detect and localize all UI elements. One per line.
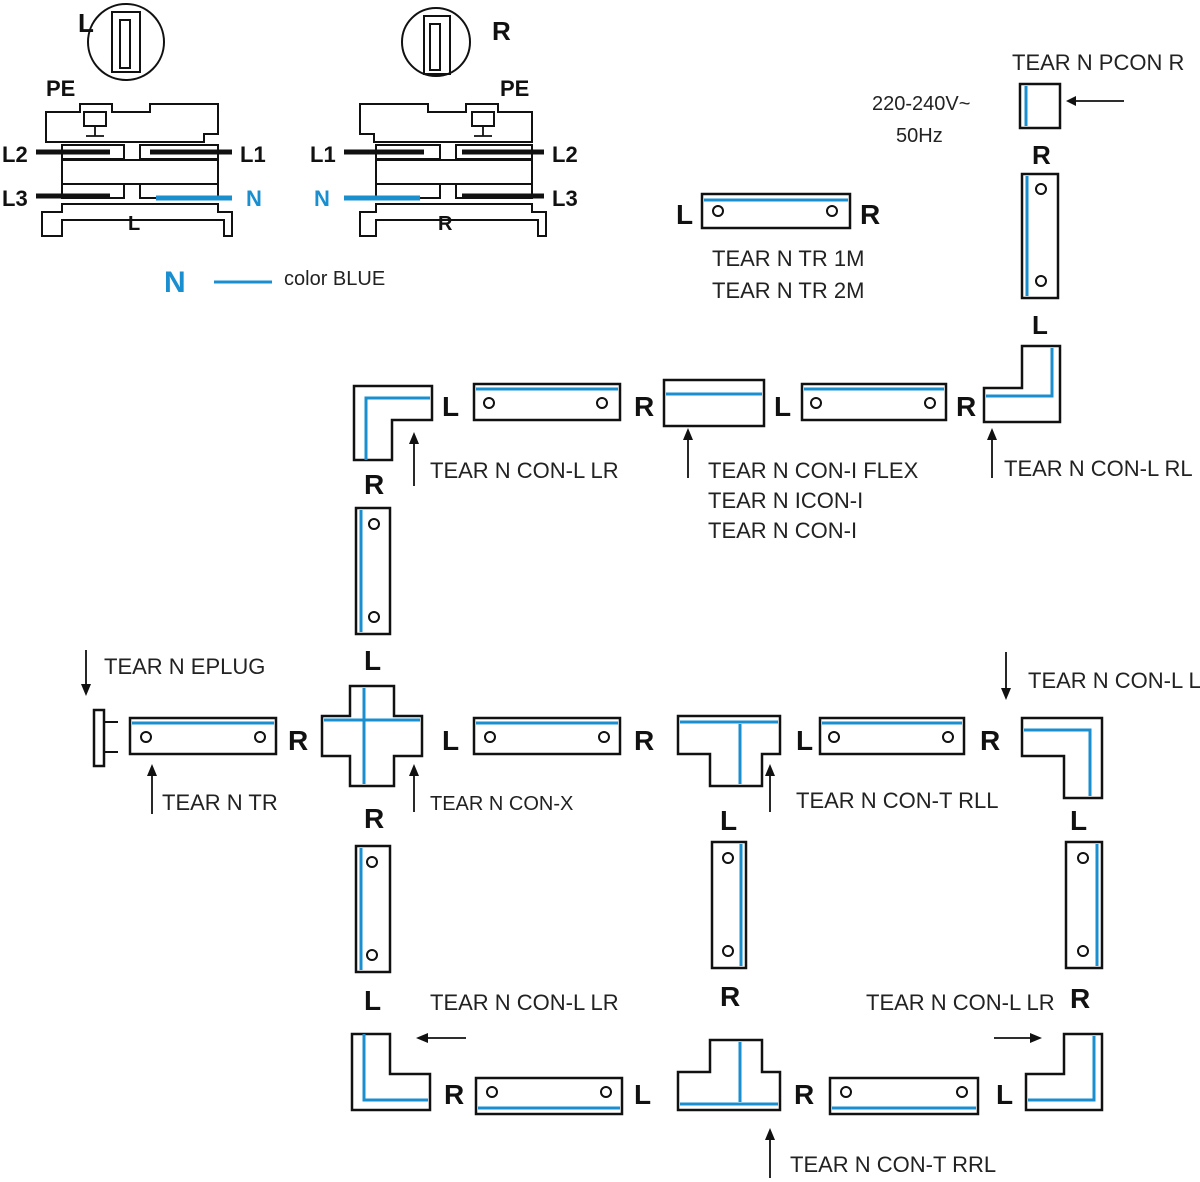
con-l-lr-top-name: TEAR N CON-L LR: [430, 458, 619, 483]
t-l-label: L: [720, 805, 737, 836]
wiring-right-l1-label: L1: [310, 142, 336, 167]
legend-n-symbol: N: [164, 266, 186, 299]
con-l-rl-name: TEAR N CON-L RL: [1004, 456, 1193, 481]
top-row: L R L R TEAR N CON-L LR TEAR N CON-I FLE…: [352, 344, 1193, 543]
bottom-label-l1: L: [634, 1079, 651, 1110]
tr-name: TEAR N TR: [162, 790, 278, 815]
lower-verticals: R L L R L R: [354, 803, 1104, 1016]
con-l-lr-bottom-left-name: TEAR N CON-L LR: [430, 990, 619, 1015]
wiring-left-l2-label: L2: [2, 142, 28, 167]
frequency-label: 50Hz: [896, 125, 943, 147]
left-col-l-label: L: [364, 645, 381, 676]
top-label-r1: R: [634, 391, 654, 422]
eplug-name: TEAR N EPLUG: [104, 654, 265, 679]
power-connector-group: 220-240V~ 50Hz TEAR N PCON R R L: [872, 50, 1184, 340]
con-t-rrl-name: TEAR N CON-T RRL: [790, 1152, 996, 1177]
c-l-label: L: [1070, 805, 1087, 836]
wiring-right-n-label: N: [314, 186, 330, 211]
con-x-name: TEAR N CON-X: [430, 793, 573, 815]
corner-connector-top-right: [982, 344, 1062, 424]
x-connector: [320, 684, 424, 788]
wiring-left-n-label: N: [246, 186, 262, 211]
t-connector-rrl: [676, 1038, 782, 1112]
con-t-rll-name: TEAR N CON-T RLL: [796, 788, 999, 813]
mid-label-r1: R: [288, 725, 308, 756]
pcon-r-label: R: [1032, 140, 1051, 170]
wiring-left-l1-label: L1: [240, 142, 266, 167]
con-l-lr-mid-name: TEAR N CON-L LR: [1028, 668, 1200, 693]
wiring-diagram-right: R PE L1 L2 N L3 R: [310, 7, 578, 237]
pcon-l-label: L: [1032, 310, 1048, 340]
t-r-label: R: [720, 981, 740, 1012]
top-label-r2: R: [956, 391, 976, 422]
wiring-right-pe-label: PE: [500, 76, 529, 101]
x-l-label: L: [364, 985, 381, 1016]
c-r-label: R: [1070, 983, 1090, 1014]
left-column: R L: [354, 469, 392, 676]
voltage-label: 220-240V~: [872, 93, 970, 115]
pcon-name: TEAR N PCON R: [1012, 50, 1184, 75]
mid-label-l2: L: [442, 725, 459, 756]
flex-name-2: TEAR N ICON-I: [708, 488, 863, 513]
wiring-right-l2-label: L2: [552, 142, 578, 167]
wiring-left-l3-label: L3: [2, 186, 28, 211]
x-r-label: R: [364, 803, 384, 834]
straight-l-label: L: [676, 199, 693, 230]
middle-row: TEAR N EPLUG R TEAR N TR TEAR N CON-X L …: [81, 650, 1200, 815]
color-legend: N color BLUE: [164, 266, 385, 299]
wiring-left-pe-label: PE: [46, 76, 75, 101]
corner-connector-bottom-right: [1024, 1032, 1104, 1112]
bottom-row: TEAR N CON-L LR TEAR N CON-L LR R L TEAR…: [350, 990, 1104, 1178]
wiring-right-head-label: R: [492, 16, 511, 46]
mid-label-l3: L: [796, 725, 813, 756]
wiring-right-l3-label: L3: [552, 186, 578, 211]
legend-text: color BLUE: [284, 268, 385, 290]
wiring-diagram-left: L PE L2 L1 L3 N L: [2, 3, 266, 237]
t-connector-rll: [676, 714, 782, 788]
left-col-r-label: R: [364, 469, 384, 500]
corner-connector-bottom-left: [350, 1032, 432, 1112]
mid-label-r3: R: [980, 725, 1000, 756]
corner-connector-mid-right: [1020, 716, 1104, 800]
adapter-detail-circle: [401, 7, 471, 77]
bottom-label-l2: L: [996, 1079, 1013, 1110]
straight-name-2: TEAR N TR 2M: [712, 278, 864, 303]
flex-name-1: TEAR N CON-I FLEX: [708, 458, 919, 483]
straight-r-label: R: [860, 199, 880, 230]
wiring-left-head-label: L: [78, 8, 94, 38]
bottom-label-r1: R: [444, 1079, 464, 1110]
end-plug: [92, 708, 106, 768]
top-label-l2: L: [774, 391, 791, 422]
con-l-lr-bottom-right-name: TEAR N CON-L LR: [866, 990, 1055, 1015]
flex-name-3: TEAR N CON-I: [708, 518, 857, 543]
mid-label-r2: R: [634, 725, 654, 756]
flex-connector: [662, 378, 766, 428]
bottom-label-r2: R: [794, 1079, 814, 1110]
top-label-l1: L: [442, 391, 459, 422]
corner-connector-top-left: [352, 384, 434, 462]
straight-track-group: L R TEAR N TR 1M TEAR N TR 2M: [676, 192, 880, 303]
wiring-left-bottom-label: L: [128, 213, 140, 235]
adapter-detail-circle: [87, 3, 165, 81]
straight-name-1: TEAR N TR 1M: [712, 246, 864, 271]
wiring-right-bottom-label: R: [438, 213, 453, 235]
